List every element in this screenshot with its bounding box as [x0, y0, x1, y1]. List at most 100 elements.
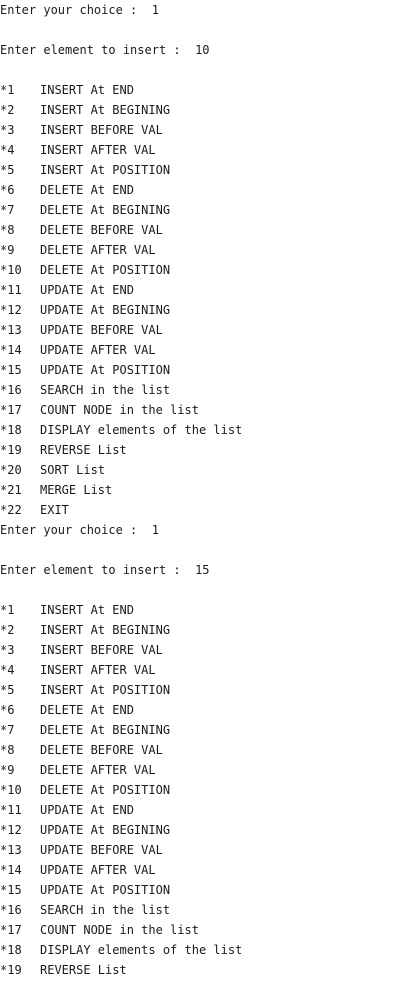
menu-item: *2 INSERT At BEGINING — [0, 620, 407, 640]
menu-item-label: INSERT At END — [40, 83, 134, 97]
menu-item: *19 REVERSE List — [0, 960, 407, 980]
insert-prompt: Enter element to insert : 15 — [0, 563, 210, 577]
menu-item-label: DELETE At POSITION — [40, 783, 171, 797]
menu-item-number: *4 — [0, 663, 15, 677]
menu-item-number: *8 — [0, 743, 15, 757]
menu-item: *7 DELETE At BEGINING — [0, 200, 407, 220]
menu-item-label: INSERT At BEGINING — [40, 103, 171, 117]
menu-item-number: *1 — [0, 83, 15, 97]
menu-item-number: *1 — [0, 603, 15, 617]
menu-item-number: *19 — [0, 963, 22, 977]
menu-item-number: *5 — [0, 163, 15, 177]
menu-item: *5 INSERT At POSITION — [0, 160, 407, 180]
menu-item-number: *2 — [0, 103, 15, 117]
menu-item-label: SORT List — [40, 463, 106, 477]
menu-item-label: UPDATE AFTER VAL — [40, 343, 156, 357]
menu-item-label: UPDATE BEFORE VAL — [40, 843, 163, 857]
menu-item-label: COUNT NODE in the list — [40, 403, 199, 417]
menu-item: *12 UPDATE At BEGINING — [0, 820, 407, 840]
menu-item-number: *14 — [0, 343, 22, 357]
menu-item-label: INSERT At BEGINING — [40, 623, 171, 637]
menu-item-number: *8 — [0, 223, 15, 237]
menu-item-label: DELETE At END — [40, 703, 134, 717]
menu-item-label: DELETE At POSITION — [40, 263, 171, 277]
menu-item-number: *6 — [0, 703, 15, 717]
menu-item: *4 INSERT AFTER VAL — [0, 660, 407, 680]
menu-item-label: SEARCH in the list — [40, 903, 171, 917]
menu-item-label: UPDATE At POSITION — [40, 883, 171, 897]
blank-line — [0, 60, 407, 80]
menu-item: *6 DELETE At END — [0, 700, 407, 720]
menu-item-number: *16 — [0, 383, 22, 397]
menu-item-label: DELETE AFTER VAL — [40, 763, 156, 777]
menu-item-number: *13 — [0, 323, 22, 337]
choice-prompt: Enter your choice : 1 — [0, 3, 159, 17]
menu-item: *4 INSERT AFTER VAL — [0, 140, 407, 160]
menu-item-number: *13 — [0, 843, 22, 857]
menu-item-label: INSERT BEFORE VAL — [40, 123, 163, 137]
menu-item: *13 UPDATE BEFORE VAL — [0, 840, 407, 860]
menu-item-label: DELETE AFTER VAL — [40, 243, 156, 257]
menu-item-label: DELETE At BEGINING — [40, 723, 171, 737]
menu-item-label: UPDATE AFTER VAL — [40, 863, 156, 877]
blank-line — [0, 20, 407, 40]
menu-item-number: *5 — [0, 683, 15, 697]
menu-item-label: UPDATE BEFORE VAL — [40, 323, 163, 337]
menu-item-number: *7 — [0, 203, 15, 217]
menu-item-number: *3 — [0, 643, 15, 657]
menu-item-label: REVERSE List — [40, 963, 127, 977]
menu-item: *14 UPDATE AFTER VAL — [0, 340, 407, 360]
menu-item-number: *15 — [0, 363, 22, 377]
menu-item-number: *12 — [0, 823, 22, 837]
menu-item-number: *6 — [0, 183, 15, 197]
insert-prompt: Enter element to insert : 10 — [0, 43, 210, 57]
menu-item-number: *10 — [0, 783, 22, 797]
menu-item-label: DISPLAY elements of the list — [40, 943, 243, 957]
menu-item-label: INSERT At POSITION — [40, 163, 171, 177]
menu-item-label: INSERT AFTER VAL — [40, 663, 156, 677]
menu-item-number: *7 — [0, 723, 15, 737]
menu-item: *6 DELETE At END — [0, 180, 407, 200]
menu-item: *2 INSERT At BEGINING — [0, 100, 407, 120]
menu-item-label: COUNT NODE in the list — [40, 923, 199, 937]
menu-item-number: *15 — [0, 883, 22, 897]
menu-item: *7 DELETE At BEGINING — [0, 720, 407, 740]
menu-item-number: *14 — [0, 863, 22, 877]
menu-item-number: *9 — [0, 243, 15, 257]
menu-item-number: *20 — [0, 463, 22, 477]
menu-item-number: *11 — [0, 803, 22, 817]
menu-item-number: *4 — [0, 143, 15, 157]
menu-item-label: DELETE At BEGINING — [40, 203, 171, 217]
menu-item: *15 UPDATE At POSITION — [0, 880, 407, 900]
menu-item-label: UPDATE At POSITION — [40, 363, 171, 377]
menu-item: *14 UPDATE AFTER VAL — [0, 860, 407, 880]
menu-item: *10 DELETE At POSITION — [0, 780, 407, 800]
menu-item-number: *2 — [0, 623, 15, 637]
menu-item-number: *12 — [0, 303, 22, 317]
menu-item-number: *16 — [0, 903, 22, 917]
blank-line — [0, 540, 407, 560]
menu-item-number: *3 — [0, 123, 15, 137]
menu-item-label: INSERT AFTER VAL — [40, 143, 156, 157]
menu-item-label: REVERSE List — [40, 443, 127, 457]
menu-item-number: *17 — [0, 923, 22, 937]
menu-item-label: UPDATE At BEGINING — [40, 823, 171, 837]
menu-item-label: DELETE At END — [40, 183, 134, 197]
menu-item-number: *22 — [0, 503, 22, 517]
